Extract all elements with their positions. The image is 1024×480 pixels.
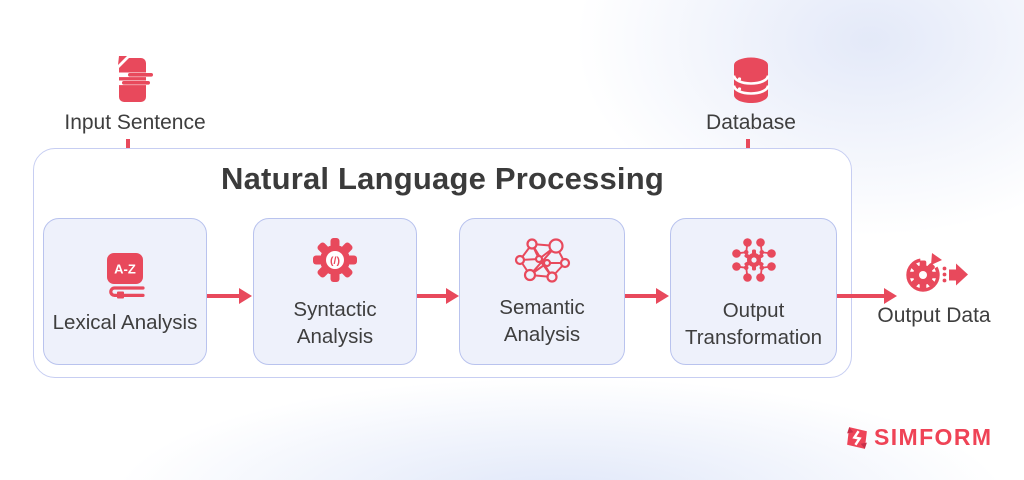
simform-logo-text: SIMFORM <box>874 424 993 450</box>
step-semantic-analysis: Semantic Analysis <box>459 218 625 365</box>
simform-logo: SIMFORM <box>845 424 992 451</box>
arrow-output-transformation-to-output-data <box>837 294 885 298</box>
gear-code-icon: (/) <box>308 233 362 287</box>
document-fast-icon <box>109 55 161 105</box>
arrow-semantic-to-output-transformation <box>625 294 657 298</box>
svg-text:(/): (/) <box>330 255 340 267</box>
step-lexical-analysis: A-Z Lexical Analysis <box>43 218 207 365</box>
database-label: Database <box>706 111 796 134</box>
gear-export-icon <box>898 248 970 302</box>
database-node: Database <box>661 55 841 135</box>
input-sentence-node: Input Sentence <box>40 55 230 135</box>
network-graph-icon <box>513 235 571 285</box>
database-icon <box>728 55 774 105</box>
step-syntactic-analysis: (/) Syntactic Analysis <box>253 218 417 365</box>
step-label: Semantic Analysis <box>499 296 585 346</box>
hub-gear-icon <box>726 232 782 288</box>
step-output-transformation: Output Transformation <box>670 218 837 365</box>
output-data-label: Output Data <box>877 304 991 327</box>
svg-text:A-Z: A-Z <box>114 261 136 276</box>
diagram-title: Natural Language Processing <box>221 161 664 196</box>
input-sentence-label: Input Sentence <box>64 111 206 134</box>
step-label: Lexical Analysis <box>52 310 198 334</box>
arrow-syntactic-to-semantic <box>417 294 447 298</box>
output-data-node: Output Data <box>868 248 1000 328</box>
simform-logo-icon <box>845 425 869 451</box>
step-label: Output Transformation <box>684 299 823 349</box>
step-label: Syntactic Analysis <box>293 298 377 348</box>
arrow-lexical-to-syntactic <box>207 294 240 298</box>
dictionary-az-icon: A-Z <box>99 248 151 300</box>
